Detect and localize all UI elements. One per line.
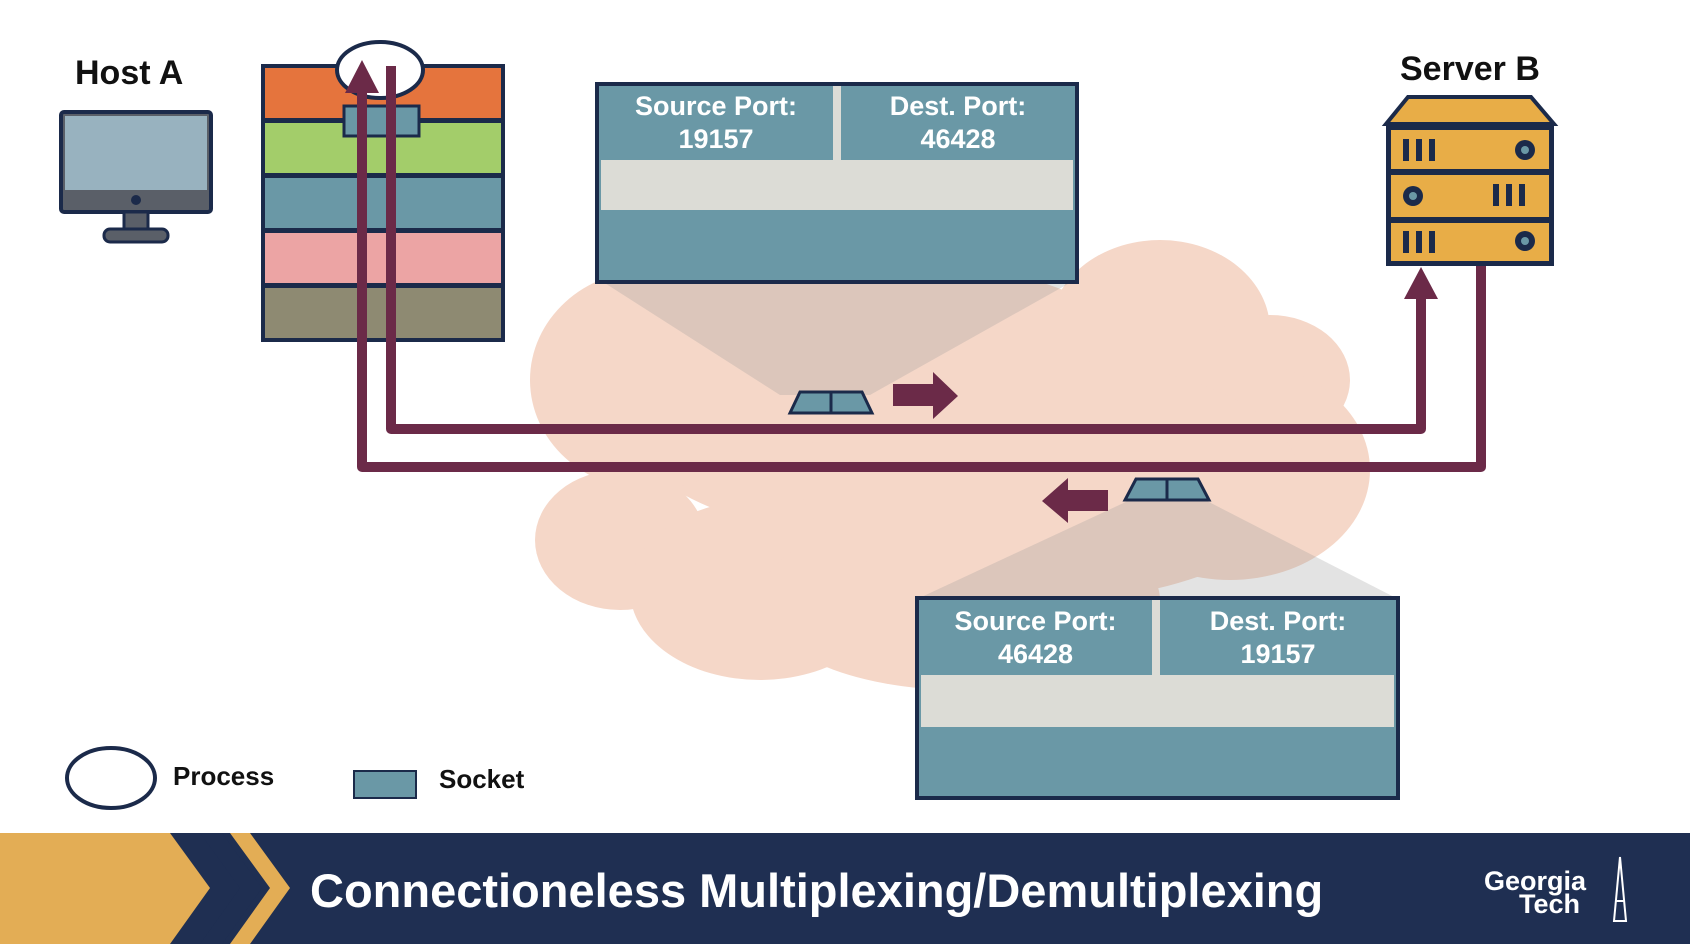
- host-a-computer-icon: [59, 110, 213, 244]
- stack-layer-physical: [265, 288, 501, 338]
- server-b-label: Server B: [1400, 50, 1540, 88]
- stack-layer-link: [265, 233, 501, 283]
- outgoing-path-arrowhead: [1404, 267, 1438, 299]
- incoming-packet-icon: [1122, 477, 1212, 502]
- outgoing-source-port-value: 19157: [678, 124, 754, 154]
- outgoing-source-port: Source Port: 19157: [599, 90, 833, 156]
- outgoing-path: [386, 66, 1426, 434]
- title-banner: Connectioneless Multiplexing/Demultiplex…: [0, 833, 1690, 944]
- incoming-source-port-label: Source Port:: [954, 606, 1117, 636]
- legend-process-icon: [65, 746, 157, 810]
- incoming-segment: [915, 596, 1400, 800]
- incoming-source-port-value: 46428: [997, 639, 1074, 669]
- host-a-label: Host A: [75, 54, 184, 92]
- incoming-dest-port-value: 19157: [1240, 639, 1316, 669]
- connection-paths: [357, 66, 1486, 472]
- server-b-icon: [1381, 95, 1559, 266]
- incoming-dest-port: Dest. Port: 19157: [1160, 605, 1396, 671]
- slide-title: Connectioneless Multiplexing/Demultiplex…: [310, 864, 1324, 917]
- legend-socket-label: Socket: [439, 764, 525, 794]
- outgoing-zoom-cone: [600, 280, 1075, 395]
- incoming-dest-port-label: Dest. Port:: [1209, 606, 1347, 636]
- logo-text-line1: Georgia: [1484, 866, 1587, 896]
- incoming-zoom-cone: [915, 500, 1400, 600]
- protocol-stack: [261, 40, 505, 342]
- logo-text-line2: Tech: [1519, 889, 1581, 919]
- incoming-path: [357, 84, 1486, 472]
- incoming-path-arrowhead: [345, 60, 379, 93]
- stack-layer-network: [265, 178, 501, 228]
- banner-chevrons: [0, 833, 290, 944]
- host-a-socket: [342, 104, 421, 138]
- outgoing-dest-port-label: Dest. Port:: [889, 91, 1027, 121]
- outgoing-packet-icon: [787, 390, 875, 415]
- outgoing-dest-port: Dest. Port: 46428: [841, 90, 1075, 156]
- legend-process-label: Process: [173, 761, 275, 791]
- outgoing-segment: [595, 82, 1079, 284]
- legend-socket-icon: [353, 770, 417, 799]
- left-arrow-icon: [1042, 478, 1108, 523]
- outgoing-source-port-label: Source Port:: [634, 91, 798, 121]
- right-arrow-icon: [893, 372, 958, 419]
- outgoing-dest-port-value: 46428: [920, 124, 996, 154]
- tech-tower-icon: [1612, 856, 1628, 922]
- incoming-source-port: Source Port: 46428: [919, 605, 1152, 671]
